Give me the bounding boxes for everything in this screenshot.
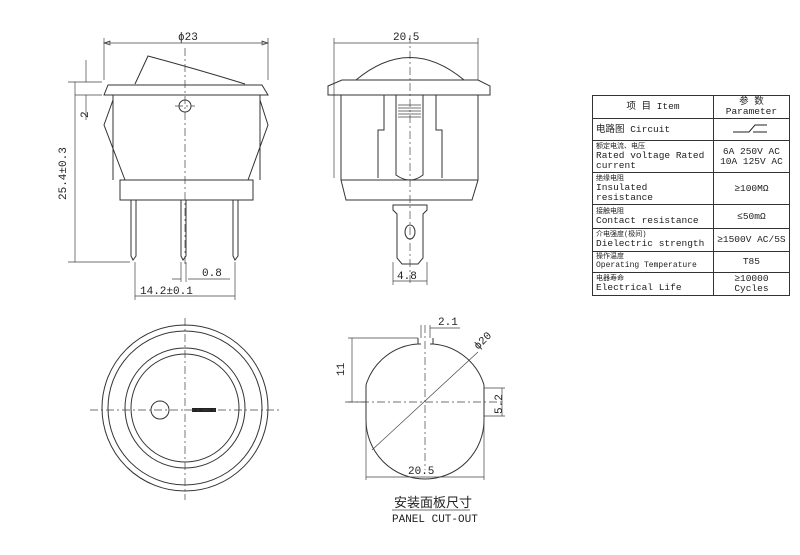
- value: ≥100MΩ: [712, 172, 791, 205]
- value: T85: [712, 251, 791, 273]
- dim-height: 25.4±0.3: [58, 147, 70, 200]
- label-zh: 接触电阻: [596, 207, 624, 216]
- label-en: Contact resistance: [596, 214, 699, 226]
- caption-en: PANEL CUT-OUT: [392, 514, 478, 526]
- dim-side-width: 20.5: [393, 32, 419, 44]
- header-item: 项 目 Item: [592, 95, 714, 119]
- label-zh: 电器寿命: [596, 275, 624, 283]
- label-zh: 额定电流、电压: [596, 142, 645, 151]
- label-zh: 电路图: [596, 123, 625, 135]
- row-circuit: 电路图 Circuit: [592, 118, 714, 141]
- dim-flat: 5.2: [494, 394, 506, 414]
- value: ≥10000 Cycles: [712, 272, 791, 296]
- label-en: Dielectric strength: [596, 238, 705, 249]
- label-en: Insulated resistance: [596, 181, 654, 203]
- value: ≤50mΩ: [712, 204, 791, 229]
- dim-pitch: 14.2±0.1: [140, 286, 193, 298]
- round-top-view: [90, 318, 280, 500]
- row-dielectric: 介电强度(极间)Dielectric strength: [592, 228, 714, 252]
- dim-cut-width: 20.5: [408, 466, 434, 478]
- value: 10A 125V AC: [720, 155, 783, 167]
- label-en: Circuit: [630, 123, 671, 135]
- caption-zh: 安装面板尺寸: [394, 496, 472, 511]
- label-zh: 绝缘电阻: [596, 174, 624, 183]
- value: ≥1500V AC/5S: [712, 228, 791, 252]
- dim-cut-height: 11: [336, 362, 348, 376]
- label-zh: 介电强度(极间): [596, 231, 647, 239]
- dim-tab: 2.1: [438, 317, 458, 329]
- label-en: Electrical Life: [596, 282, 682, 293]
- dim-cut-dia: ϕ20: [472, 330, 494, 352]
- label-en: Rated voltage Rated current: [596, 149, 705, 171]
- label-zh: 操作温度: [596, 253, 624, 261]
- dim-terminal: 4.8: [397, 271, 417, 283]
- front-view: ϕ23 25.4±0.3 2 0.8 14.2±0.1: [58, 32, 270, 300]
- label-en: Operating Temperature: [596, 261, 697, 270]
- header-param: 参 数 Parameter: [712, 95, 791, 119]
- side-view: 20.5 4.8: [327, 32, 491, 285]
- dim-diameter: ϕ23: [178, 32, 198, 44]
- value: 6A 250V AC: [722, 145, 780, 157]
- circuit-symbol: [712, 118, 791, 141]
- panel-cutout: ϕ20 2.1 11 5.2 20.5 安装面板尺寸 PANEL CUT-OUT: [336, 317, 506, 526]
- dim-pin: 0.8: [202, 268, 222, 280]
- dim-flange: 2: [80, 111, 92, 118]
